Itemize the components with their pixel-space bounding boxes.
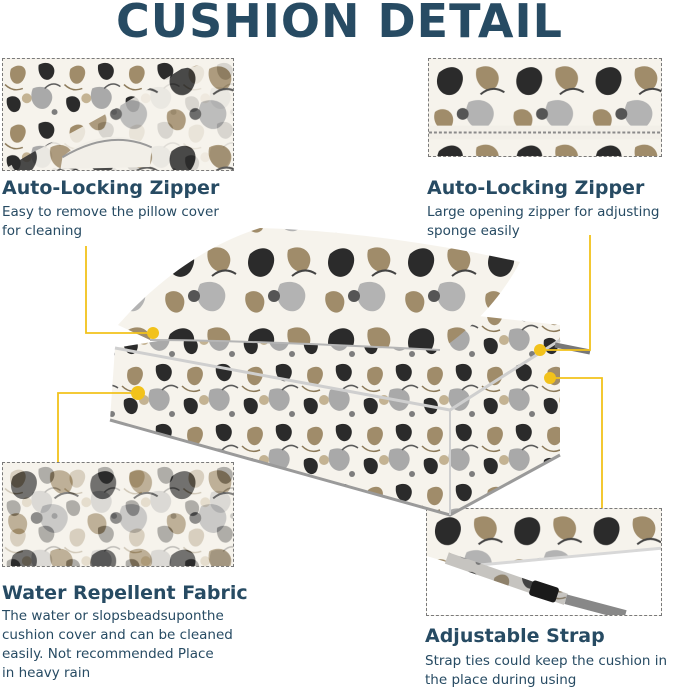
fabric-title: Water Repellent Fabric bbox=[2, 582, 248, 604]
strap-photo bbox=[426, 508, 662, 616]
fabric-desc: The water or slopsbeadsuponthe cushion c… bbox=[2, 608, 233, 681]
cushion-zipper-title: Auto-Locking Zipper bbox=[427, 177, 645, 199]
cushion-zipper-photo bbox=[428, 58, 662, 157]
strap-desc: Strap ties could keep the cushion in the… bbox=[425, 653, 668, 688]
strap-title: Adjustable Strap bbox=[425, 625, 605, 647]
cushion-zipper-desc: Large opening zipper for adjusting spong… bbox=[427, 204, 660, 239]
fabric-photo bbox=[2, 462, 234, 567]
pillow-zipper-photo bbox=[2, 58, 234, 171]
page-title: CUSHION DETAIL bbox=[116, 0, 563, 48]
pillow-zipper-desc: Easy to remove the pillow cover for clea… bbox=[2, 204, 219, 239]
pillow-zipper-title: Auto-Locking Zipper bbox=[2, 177, 220, 199]
